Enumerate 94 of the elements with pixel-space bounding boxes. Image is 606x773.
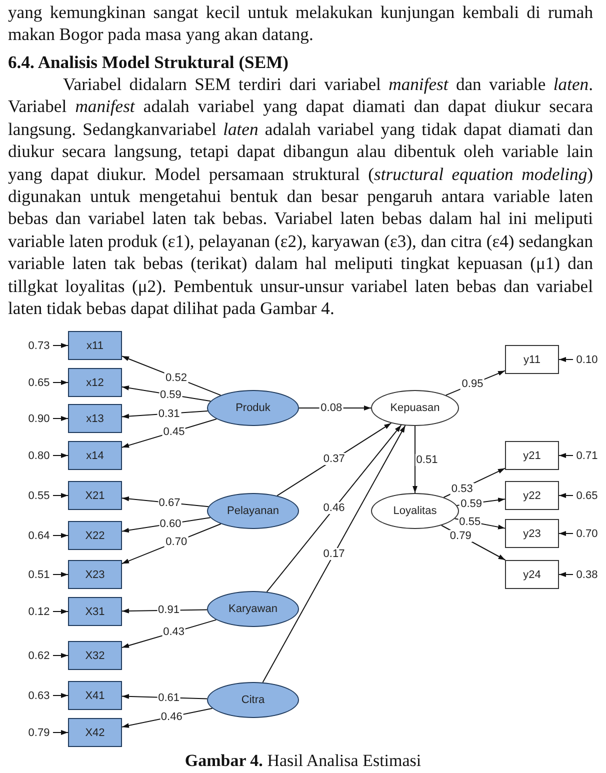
error-value: 0.71 xyxy=(574,447,600,464)
arrow xyxy=(122,608,208,614)
indicator-box: y23 xyxy=(505,519,559,548)
edge-label: 0.55 xyxy=(458,516,482,528)
error-value: 0.55 xyxy=(26,487,52,504)
latent-variable-ellipse: Loyalitas xyxy=(371,493,459,529)
error-value: 0.38 xyxy=(574,566,600,583)
edge-label: 0.43 xyxy=(162,626,186,638)
error-value: 0.51 xyxy=(26,566,52,583)
section-heading: 6.4. Analisis Model Struktural (SEM) xyxy=(8,51,290,74)
edge-label: 0.59 xyxy=(158,388,182,401)
arrow xyxy=(122,517,211,533)
error-value: 0.70 xyxy=(574,525,600,542)
indicator-box: x12 xyxy=(68,368,122,397)
arrow xyxy=(122,386,211,402)
arrow xyxy=(52,730,68,735)
arrow xyxy=(412,426,418,494)
paragraph: Variabel didalarn SEM terdiri dari variabel manifest dan variable laten. Variabel manifest adalah variabel yang dapat diamati dan dapat diukur secara langsung. Sedangkanvariabel laten adalah variabel yang tidak dapat diamati dan diukur secara langsung, tetapi dapat dibangun alau dibentuk oleh variable lain yang dapat diukur. Model persamaan struktural (structural equation modeling) digunakan untuk mengetahui bentuk dan besar pengaruh antara variable laten bebas dan variabel laten tak bebas. Variabel laten bebas dalam hal ini meliputi variable laten produk (ε1), pelayanan (ε2), karyawan (ε3), dan citra (ε4) sedangkan variable laten tak bebas (terikat) dalam hal meliputi tingkat kepuasan (μ1) dan tillgkat loyalitas (μ2). Pembentuk unsur-unsur variabel laten bebas dan variabel laten tidak bebas dapat dilihat pada Gambar 4. xyxy=(8,73,593,320)
arrow xyxy=(122,496,209,508)
arrow xyxy=(558,357,574,362)
indicator-box: x11 xyxy=(68,331,122,360)
error-value: 0.65 xyxy=(26,374,52,391)
latent-variable-ellipse: Produk xyxy=(207,390,299,426)
error-value: 0.73 xyxy=(26,337,52,354)
arrow xyxy=(266,424,402,592)
arrow xyxy=(122,356,222,396)
arrow xyxy=(52,453,68,458)
edge-label: 0.52 xyxy=(164,372,188,384)
arrow xyxy=(122,694,208,700)
indicator-box: y24 xyxy=(505,560,559,589)
edge-label: 0.31 xyxy=(157,408,181,420)
edge-label: 0.51 xyxy=(415,454,439,466)
arrow xyxy=(52,416,68,421)
edge-label: 0.91 xyxy=(157,604,180,616)
arrow xyxy=(122,523,222,564)
latent-variable-ellipse: Karyawan xyxy=(207,591,299,627)
paragraph: yang kemungkinan sangat kecil untuk melakukan kunjungan kembali di rumah makan Bogor pada masa yang akan datang. xyxy=(8,1,593,46)
indicator-box: y11 xyxy=(505,345,559,374)
arrow xyxy=(558,531,574,536)
arrow xyxy=(122,410,208,419)
arrow xyxy=(52,653,68,658)
edge-label: 0.59 xyxy=(460,498,483,510)
error-value: 0.10 xyxy=(574,351,600,368)
arrow xyxy=(122,619,217,648)
edge-label: 0.70 xyxy=(164,536,188,548)
error-value: 0.80 xyxy=(26,447,52,464)
arrow xyxy=(52,343,68,348)
arrow xyxy=(52,533,68,538)
error-value: 0.79 xyxy=(26,724,52,741)
arrow xyxy=(52,609,68,614)
arrow xyxy=(262,425,406,683)
edge-label: 0.53 xyxy=(450,482,474,495)
arrow xyxy=(52,693,68,698)
edge-label: 0.37 xyxy=(322,453,346,466)
error-value: 0.64 xyxy=(26,527,52,544)
error-value: 0.63 xyxy=(26,687,52,704)
error-value: 0.62 xyxy=(26,647,52,664)
arrow xyxy=(52,380,68,385)
indicator-box: X31 xyxy=(68,597,122,626)
edge-label: 0.95 xyxy=(460,378,484,390)
edge-label: 0.79 xyxy=(448,530,472,542)
indicator-box: X22 xyxy=(68,521,122,550)
edge-label: 0.60 xyxy=(158,518,182,530)
arrow xyxy=(276,422,392,496)
latent-variable-ellipse: Citra xyxy=(207,682,299,718)
arrow xyxy=(52,572,68,577)
edge-label: 0.08 xyxy=(320,402,344,414)
indicator-box: x14 xyxy=(68,441,122,470)
edge-label: 0.45 xyxy=(162,426,186,438)
edge-label: 0.46 xyxy=(322,502,346,514)
indicator-box: X32 xyxy=(68,641,122,670)
arrow xyxy=(558,572,574,577)
edge-label: 0.46 xyxy=(160,710,184,723)
error-value: 0.90 xyxy=(26,410,52,427)
arrow xyxy=(122,418,218,448)
edge-label: 0.67 xyxy=(158,496,182,509)
edge-label: 0.61 xyxy=(157,692,181,704)
latent-variable-ellipse: Kepuasan xyxy=(371,390,459,426)
indicator-box: X41 xyxy=(68,681,122,710)
arrow xyxy=(440,524,506,560)
edge-label: 0.17 xyxy=(322,548,346,560)
error-value: 0.65 xyxy=(574,487,600,504)
error-value: 0.12 xyxy=(26,603,52,620)
indicator-box: X23 xyxy=(68,560,122,589)
arrow xyxy=(52,493,68,498)
indicator-box: y22 xyxy=(505,481,559,510)
arrow xyxy=(558,453,574,458)
indicator-box: X42 xyxy=(68,718,122,747)
arrow xyxy=(558,493,574,498)
latent-variable-ellipse: Pelayanan xyxy=(207,493,299,529)
figure-caption: Gambar 4. Hasil Analisa Estimasi xyxy=(184,750,422,772)
indicator-box: y21 xyxy=(505,441,559,470)
indicator-box: X21 xyxy=(68,481,122,510)
indicator-box: x13 xyxy=(68,404,122,433)
